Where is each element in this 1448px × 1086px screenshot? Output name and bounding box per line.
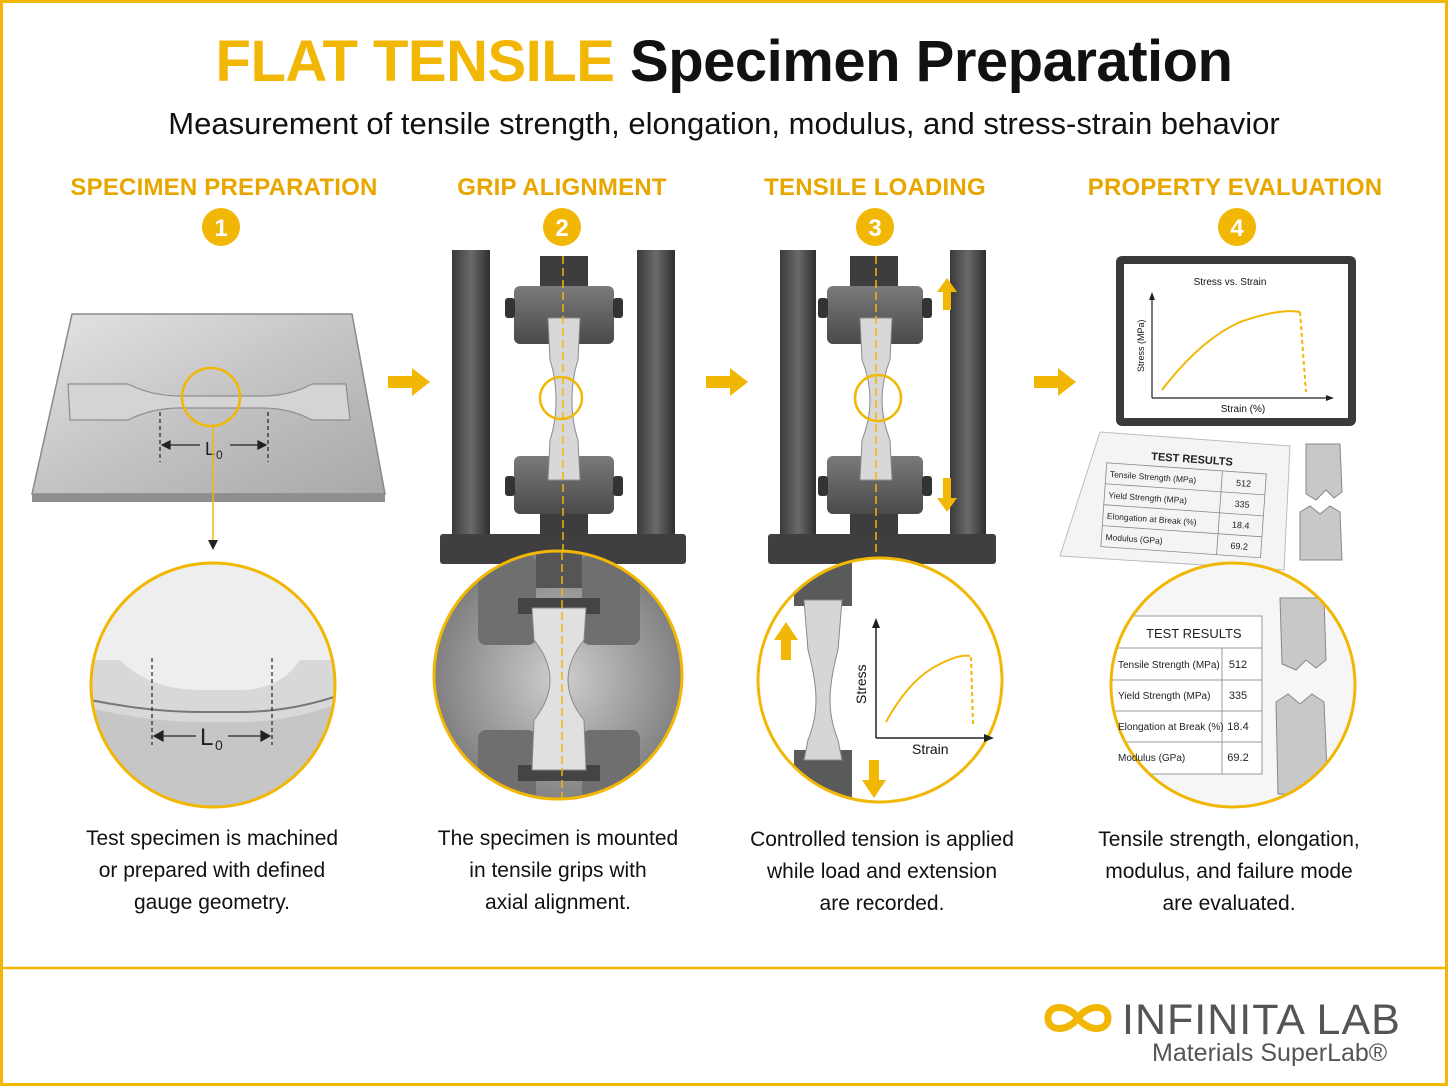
page-title: FLAT TENSILE Specimen Preparation — [0, 28, 1448, 95]
caption-line: Tensile strength, elongation, — [1098, 828, 1360, 851]
step-number-4: 4 — [1230, 215, 1244, 242]
step-caption-1: Test specimen is machined or prepared wi… — [62, 823, 362, 919]
step-label-4: PROPERTY EVALUATION — [1087, 174, 1383, 201]
caption-line: are recorded. — [819, 892, 945, 915]
infinity-logo-icon — [1044, 1004, 1112, 1032]
caption-line: while load and extension — [767, 860, 997, 883]
flow-arrow-icon — [1034, 368, 1076, 396]
arrow-down-icon — [208, 540, 218, 550]
gauge-label-sub: 0 — [216, 448, 223, 462]
monitor-chart-xlabel: Strain (%) — [1221, 404, 1265, 415]
caption-line: Test specimen is machined — [85, 827, 339, 850]
fractured-specimen — [1299, 443, 1343, 561]
zoom-row-name: Yield Strength (MPa) — [1118, 691, 1210, 702]
paper-results-title: TEST RESULTS — [1151, 451, 1233, 469]
gauge-highlight-circle — [180, 366, 242, 428]
caption-line: axial alignment. — [485, 891, 631, 914]
mini-chart-xlabel: Strain — [912, 741, 949, 757]
caption-line: Controlled tension is applied — [750, 828, 1014, 851]
zoom-row-name: Elongation at Break (%) — [1118, 722, 1224, 733]
caption-line: modulus, and failure mode — [1105, 860, 1353, 883]
arrow-down-icon — [937, 478, 957, 512]
zoom-row-value: 18.4 — [1227, 721, 1248, 733]
step-caption-4: Tensile strength, elongation, modulus, a… — [1079, 824, 1379, 920]
title-main: Specimen Preparation — [630, 29, 1233, 94]
step-number-2: 2 — [555, 215, 568, 242]
gauge-label: L — [205, 439, 215, 459]
arrow-down-icon — [862, 760, 886, 798]
zoom-row-name: Modulus (GPa) — [1118, 753, 1185, 764]
tensile-frame — [440, 250, 686, 564]
paper-row-value: 512 — [1236, 478, 1252, 489]
necking-highlight-circle — [853, 373, 903, 423]
arrow-up-icon — [937, 278, 957, 310]
step-caption-2: The specimen is mounted in tensile grips… — [408, 823, 708, 919]
mounted-specimen — [547, 317, 581, 481]
zoom-row-value: 512 — [1229, 659, 1247, 671]
caption-line: are evaluated. — [1162, 892, 1296, 915]
flow-arrow-icon — [388, 368, 430, 396]
caption-line: in tensile grips with — [469, 859, 647, 882]
paper-row-value: 18.4 — [1232, 520, 1250, 531]
zoom-gauge-label: L — [200, 724, 213, 751]
results-paper — [1059, 431, 1291, 571]
tensile-frame-loading — [768, 250, 996, 564]
gauge-length-marker — [159, 412, 269, 462]
mini-chart-ylabel: Stress — [853, 664, 869, 704]
step-badge-4 — [1218, 208, 1256, 246]
step-badge-2 — [543, 208, 581, 246]
caption-line: or prepared with defined — [98, 859, 326, 882]
step-badge-3 — [856, 208, 894, 246]
zoom-results-title: TEST RESULTS — [1146, 626, 1242, 641]
arrow-up-icon — [774, 622, 798, 660]
paper-row-value: 69.2 — [1230, 541, 1248, 552]
alignment-highlight-circle — [538, 375, 584, 421]
page-subtitle: Measurement of tensile strength, elongat… — [168, 106, 1280, 141]
monitor-chart-ylabel: Stress (MPa) — [1136, 319, 1146, 372]
step-label-3: TENSILE LOADING — [764, 174, 986, 201]
step-label-1: SPECIMEN PREPARATION — [70, 174, 378, 201]
monitor — [1116, 256, 1356, 426]
logo-tagline: Materials SuperLab® — [1152, 1039, 1388, 1067]
caption-line: The specimen is mounted — [437, 827, 679, 850]
logo-wordmark: INFINITA LAB — [1122, 996, 1401, 1044]
monitor-chart-title: Stress vs. Strain — [1194, 277, 1267, 288]
dogbone-specimen — [67, 383, 351, 421]
step-number-1: 1 — [214, 215, 227, 242]
step-badge-1 — [202, 208, 240, 246]
step-number-3: 3 — [868, 215, 881, 242]
zoom-row-name: Tensile Strength (MPa) — [1118, 660, 1220, 671]
zoom-row-value: 69.2 — [1227, 752, 1248, 764]
zoom-view-results — [1111, 563, 1355, 807]
loaded-specimen — [859, 317, 893, 481]
step-caption-3: Controlled tension is applied while load… — [732, 824, 1032, 920]
zoom-row-value: 335 — [1229, 690, 1247, 702]
paper-row-name: Modulus (GPa) — [1105, 532, 1163, 546]
paper-row-value: 335 — [1234, 499, 1250, 510]
caption-line: gauge geometry. — [133, 891, 291, 914]
zoom-view-grips — [434, 551, 682, 799]
zoom-gauge-label-sub: 0 — [215, 737, 223, 753]
zoom-gauge-marker — [151, 658, 273, 745]
title-accent: FLAT TENSILE — [215, 29, 615, 94]
step-label-2: GRIP ALIGNMENT — [457, 174, 667, 201]
flow-arrow-icon — [706, 368, 748, 396]
stress-strain-mini-chart — [872, 618, 994, 742]
